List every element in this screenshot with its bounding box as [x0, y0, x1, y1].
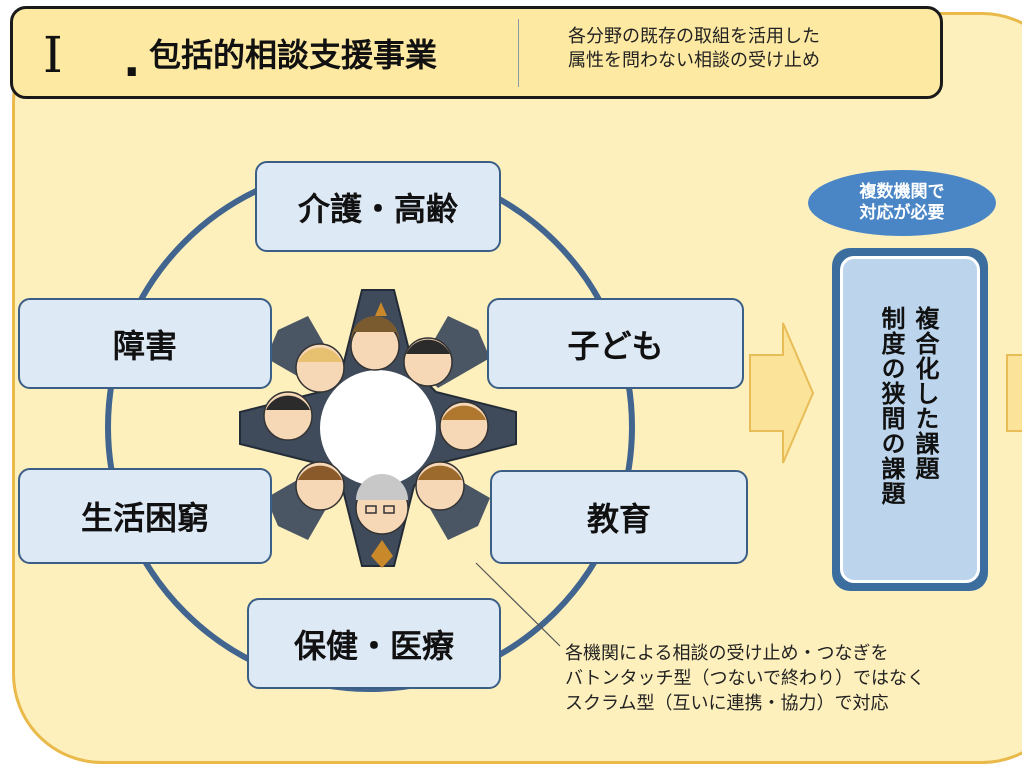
- header-bar: I . 包括的相談支援事業 各分野の既存の取組を活用した 属性を問わない相談の受…: [10, 6, 943, 99]
- people-huddle-illustration: [239, 289, 517, 568]
- section-dot: .: [123, 33, 141, 87]
- note-line-3: スクラム型（互いに連携・協力）で対応: [565, 693, 889, 714]
- page-title: 包括的相談支援事業: [149, 36, 438, 74]
- category-children: 子ども: [487, 298, 744, 389]
- arrow-right-shape-2: [1006, 354, 1022, 432]
- note-line-2: バトンタッチ型（つないで終わり）ではなく: [565, 668, 925, 689]
- note-leader-line: [475, 562, 561, 647]
- category-care-elderly: 介護・高齢: [255, 161, 501, 252]
- category-poverty: 生活困窮: [18, 468, 272, 564]
- issue-text-complex: 複合化した課題: [911, 306, 939, 481]
- scrum-note: 各機関による相談の受け止め・つなぎを バトンタッチ型（つないで終わり）ではなく …: [565, 641, 925, 716]
- multi-agency-badge: 複数機関で 対応が必要: [808, 170, 996, 236]
- arrow-right-shape: [749, 322, 815, 464]
- category-disability: 障害: [18, 298, 272, 389]
- note-line-1: 各機関による相談の受け止め・つなぎを: [565, 643, 889, 664]
- issue-text-gap: 制度の狭間の課題: [877, 306, 905, 506]
- category-education: 教育: [490, 470, 748, 564]
- section-numeral: I: [43, 26, 63, 84]
- header-subtitle: 各分野の既存の取組を活用した 属性を問わない相談の受け止め: [568, 26, 820, 71]
- issue-box: [840, 256, 980, 583]
- category-health-medical: 保健・医療: [247, 598, 501, 689]
- header-divider: [518, 19, 519, 87]
